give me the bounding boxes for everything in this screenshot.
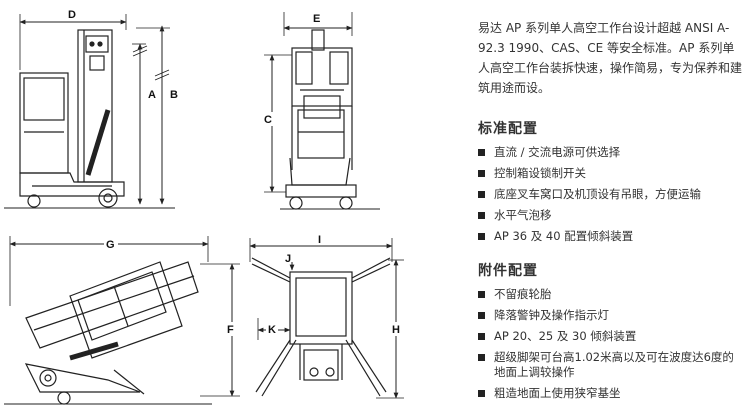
bullet-square-icon: [478, 312, 485, 319]
outrigger-view-drawing: [249, 238, 404, 399]
bullet-square-icon: [478, 233, 485, 240]
dim-label-e: E: [313, 13, 320, 25]
dim-label-f: F: [227, 324, 234, 336]
standard-config-title: 标准配置: [478, 121, 538, 137]
front-view-drawing: [264, 12, 380, 210]
accessory-config-list: 不留痕轮胎 降落警钟及操作指示灯 AP 20、25 及 30 倾斜装置 超级脚架…: [478, 287, 743, 401]
bullet-square-icon: [478, 191, 485, 198]
side-view-drawing: [4, 14, 175, 209]
list-item-text: AP 36 及 40 配置倾斜装置: [494, 229, 634, 243]
intro-paragraph: 易达 AP 系列单人高空工作台设计超越 ANSI A-92.3 1990、CAS…: [478, 21, 743, 95]
standard-config-list: 直流 / 交流电源可供选择 控制箱设锁制开关 底座叉车窝口及机顶设有吊眼，方便运…: [478, 145, 743, 244]
list-item-text: 直流 / 交流电源可供选择: [494, 145, 621, 159]
dim-label-a: A: [148, 89, 156, 101]
list-item: 水平气泡移: [478, 208, 743, 223]
list-item: 直流 / 交流电源可供选择: [478, 145, 743, 160]
technical-drawings: A B D C E: [4, 9, 404, 405]
list-item: 底座叉车窝口及机顶设有吊眼，方便运输: [478, 187, 743, 202]
list-item-text: 不留痕轮胎: [494, 287, 552, 301]
accessory-config-title: 附件配置: [478, 263, 538, 279]
dim-label-k: K: [268, 324, 276, 336]
bullet-square-icon: [478, 149, 485, 156]
list-item-text: 底座叉车窝口及机顶设有吊眼，方便运输: [494, 187, 701, 201]
list-item-text: 超级脚架可台高1.02米高以及可在波度达6度的地面上调较操作: [494, 350, 734, 379]
dim-label-c: C: [264, 114, 272, 126]
bullet-square-icon: [478, 354, 485, 361]
dim-label-j: J: [285, 253, 291, 265]
dim-label-g: G: [106, 239, 115, 251]
bullet-square-icon: [478, 212, 485, 219]
list-item: 粗造地面上使用狭窄基坐: [478, 386, 743, 401]
list-item: 不留痕轮胎: [478, 287, 743, 302]
bullet-square-icon: [478, 170, 485, 177]
bullet-square-icon: [478, 390, 485, 397]
dim-label-i: I: [318, 234, 321, 246]
bullet-square-icon: [478, 333, 485, 340]
list-item: AP 20、25 及 30 倾斜装置: [478, 329, 743, 344]
list-item-text: 控制箱设锁制开关: [494, 166, 586, 180]
spec-panel: 易达 AP 系列单人高空工作台设计超越 ANSI A-92.3 1990、CAS…: [478, 18, 743, 407]
bullet-square-icon: [478, 291, 485, 298]
dim-label-b: B: [170, 89, 178, 101]
list-item-text: AP 20、25 及 30 倾斜装置: [494, 329, 637, 343]
dim-label-d: D: [68, 9, 76, 21]
list-item: 超级脚架可台高1.02米高以及可在波度达6度的地面上调较操作: [478, 350, 743, 380]
dim-label-h: H: [392, 324, 400, 336]
list-item: 控制箱设锁制开关: [478, 166, 743, 181]
list-item-text: 降落警钟及操作指示灯: [494, 308, 609, 322]
list-item: AP 36 及 40 配置倾斜装置: [478, 229, 743, 244]
list-item: 降落警钟及操作指示灯: [478, 308, 743, 323]
list-item-text: 水平气泡移: [494, 208, 552, 222]
tilt-view-drawing: [4, 236, 240, 405]
list-item-text: 粗造地面上使用狭窄基坐: [494, 386, 621, 400]
